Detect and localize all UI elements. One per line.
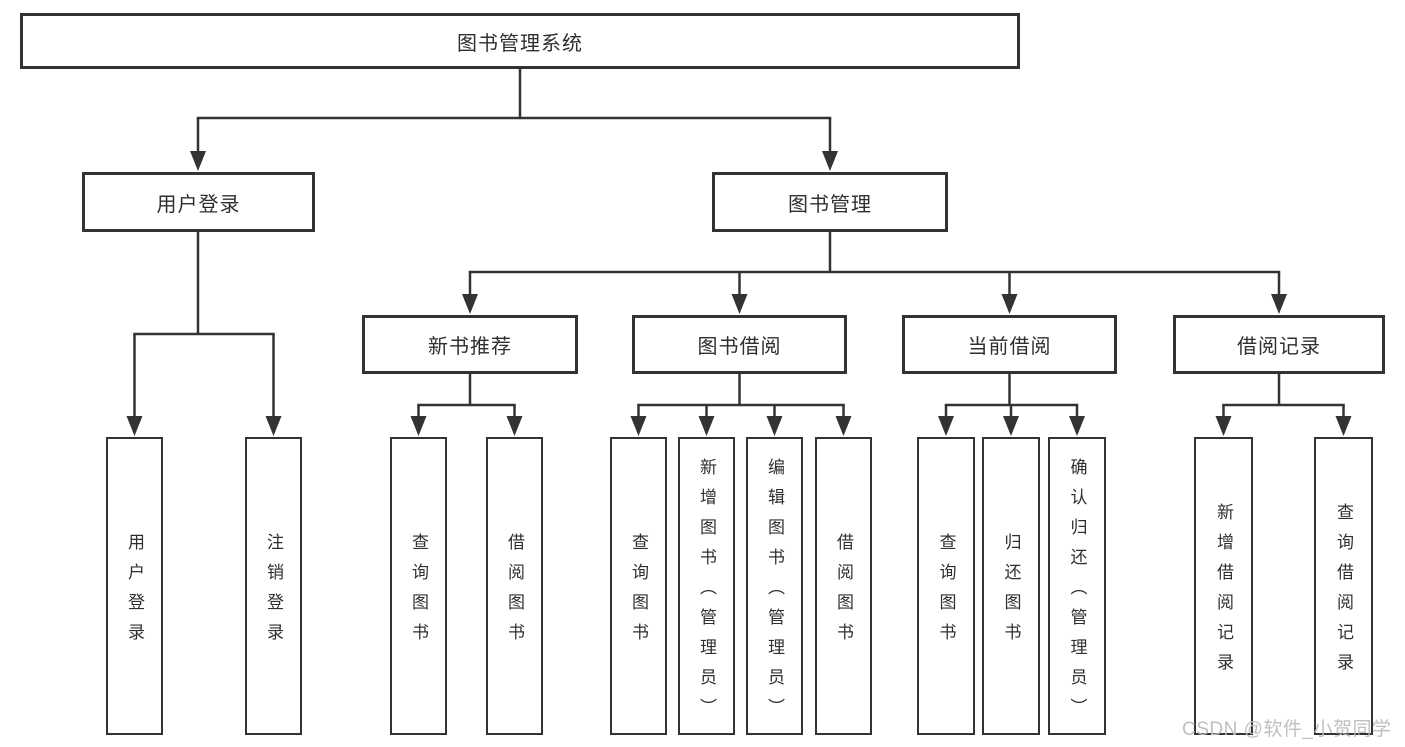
arrowheads	[126, 151, 1352, 436]
node-borrow-records: 借阅记录	[1173, 315, 1385, 374]
leaf-borrow-books-recommend: 借阅图书	[486, 437, 543, 735]
leaf-confirm-return-admin: 确认归还（管理员）	[1048, 437, 1106, 735]
node-user-login-label: 用户登录	[156, 193, 241, 216]
node-borrow-records-label: 借阅记录	[1237, 336, 1321, 358]
leaf-add-borrow-record-label: 新增借阅记录	[1214, 502, 1233, 683]
leaf-borrow-books: 借阅图书	[815, 437, 872, 735]
leaf-borrow-books-label: 借阅图书	[834, 532, 853, 653]
leaf-query-books-recommend-label: 查询图书	[409, 532, 428, 653]
leaf-query-borrow-record-label: 查询借阅记录	[1334, 502, 1353, 683]
leaf-edit-book-admin-label: 编辑图书（管理员）	[765, 457, 784, 728]
node-user-login: 用户登录	[82, 172, 315, 232]
leaf-edit-book-admin: 编辑图书（管理员）	[746, 437, 803, 735]
leaf-return-books-label: 归还图书	[1001, 532, 1021, 653]
node-current-borrowing-label: 当前借阅	[967, 336, 1052, 358]
node-library-system-label: 图书管理系统	[457, 32, 583, 55]
watermark: CSDN @软件_小贺同学	[1182, 719, 1392, 740]
node-library-system: 图书管理系统	[20, 13, 1020, 69]
leaf-logout: 注销登录	[245, 437, 302, 735]
leaf-query-books-borrowing-label: 查询图书	[629, 532, 648, 653]
leaf-query-books-current-label: 查询图书	[936, 532, 956, 653]
leaf-query-books-recommend: 查询图书	[390, 437, 447, 735]
node-new-book-recommend: 新书推荐	[362, 315, 578, 374]
leaf-logout-label: 注销登录	[264, 532, 283, 653]
leaf-query-borrow-record: 查询借阅记录	[1314, 437, 1373, 735]
leaf-user-login-label: 用户登录	[125, 532, 144, 653]
leaf-add-borrow-record: 新增借阅记录	[1194, 437, 1253, 735]
leaf-confirm-return-admin-label: 确认归还（管理员）	[1067, 457, 1087, 728]
leaf-query-books-borrowing: 查询图书	[610, 437, 667, 735]
node-book-borrowing: 图书借阅	[632, 315, 847, 374]
leaf-add-book-admin: 新增图书（管理员）	[678, 437, 735, 735]
node-current-borrowing: 当前借阅	[902, 315, 1117, 374]
node-new-book-recommend-label: 新书推荐	[428, 336, 512, 358]
node-book-management-label: 图书管理	[788, 193, 872, 216]
leaf-add-book-admin-label: 新增图书（管理员）	[697, 457, 716, 728]
node-book-borrowing-label: 图书借阅	[697, 336, 782, 358]
leaf-query-books-current: 查询图书	[917, 437, 975, 735]
leaf-borrow-books-recommend-label: 借阅图书	[505, 532, 524, 653]
leaf-return-books: 归还图书	[982, 437, 1040, 735]
node-book-management: 图书管理	[712, 172, 948, 232]
leaf-user-login: 用户登录	[106, 437, 163, 735]
